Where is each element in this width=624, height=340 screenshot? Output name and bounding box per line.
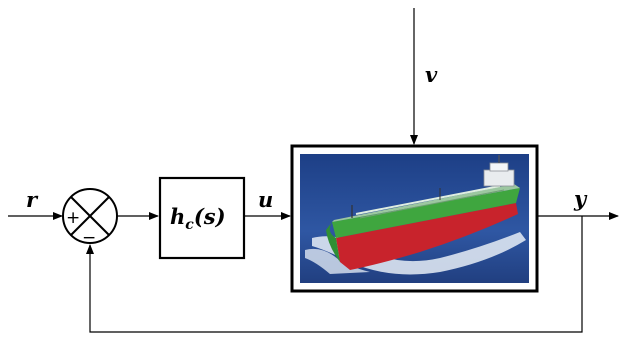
- controller-label: hc(s): [170, 204, 226, 233]
- plant-block: [290, 144, 539, 293]
- tanker-ship-picture: [300, 154, 529, 283]
- control-label: u: [258, 187, 273, 212]
- reference-label: r: [26, 187, 39, 212]
- plus-sign: +: [66, 208, 80, 228]
- minus-sign: −: [82, 228, 96, 248]
- disturbance-label: v: [425, 62, 438, 87]
- output-label: y: [573, 186, 588, 211]
- controller-block: hc(s): [158, 176, 246, 260]
- summing-junction: + −: [62, 188, 118, 248]
- feedback-path: [86, 216, 583, 333]
